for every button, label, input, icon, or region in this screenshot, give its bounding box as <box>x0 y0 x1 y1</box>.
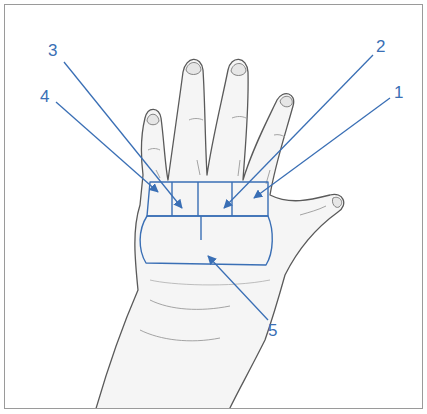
callout-number: 3 <box>48 42 57 59</box>
callout-number: 1 <box>394 84 403 101</box>
leader-lines <box>56 55 390 320</box>
callout-number: 4 <box>40 88 49 105</box>
callout-number: 5 <box>268 322 277 339</box>
hand-drawing <box>95 59 344 408</box>
callout-number: 2 <box>376 38 385 55</box>
region-outlines <box>140 182 272 265</box>
